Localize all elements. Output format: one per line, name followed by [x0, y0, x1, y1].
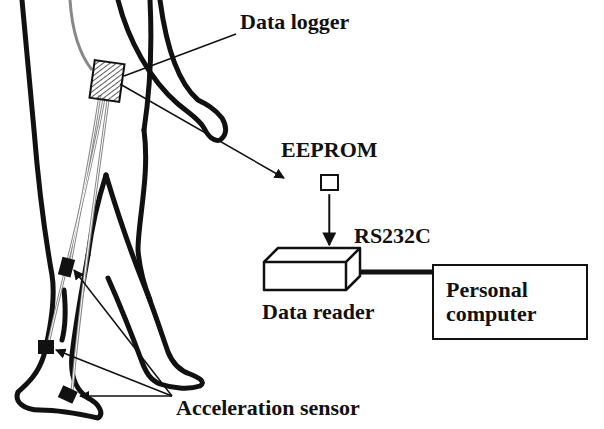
- data-reader-box: Data reader: [262, 246, 375, 324]
- leader-lines: [56, 34, 284, 396]
- eeprom-chip: EEPROM: [281, 138, 378, 197]
- node-label: EEPROM: [281, 138, 378, 162]
- serial-cable: [360, 270, 432, 275]
- body-outline: [17, 0, 226, 418]
- edge-label: RS232C: [354, 224, 431, 248]
- sensor-wires: [48, 0, 108, 392]
- part-label: Data logger: [240, 10, 349, 34]
- computer-box: Personal computer: [432, 264, 588, 340]
- node-label: Personal computer: [446, 278, 574, 326]
- node-label: Data reader: [262, 300, 375, 324]
- acceleration-sensors: [38, 257, 78, 404]
- transfer-arrow: [328, 194, 330, 245]
- reader-outline: [262, 246, 362, 292]
- sensor-wire-highlight: [48, 95, 108, 392]
- part-label: Acceleration sensor: [176, 396, 360, 420]
- data-logger-unit: [90, 60, 125, 102]
- chip-outline: [320, 174, 339, 191]
